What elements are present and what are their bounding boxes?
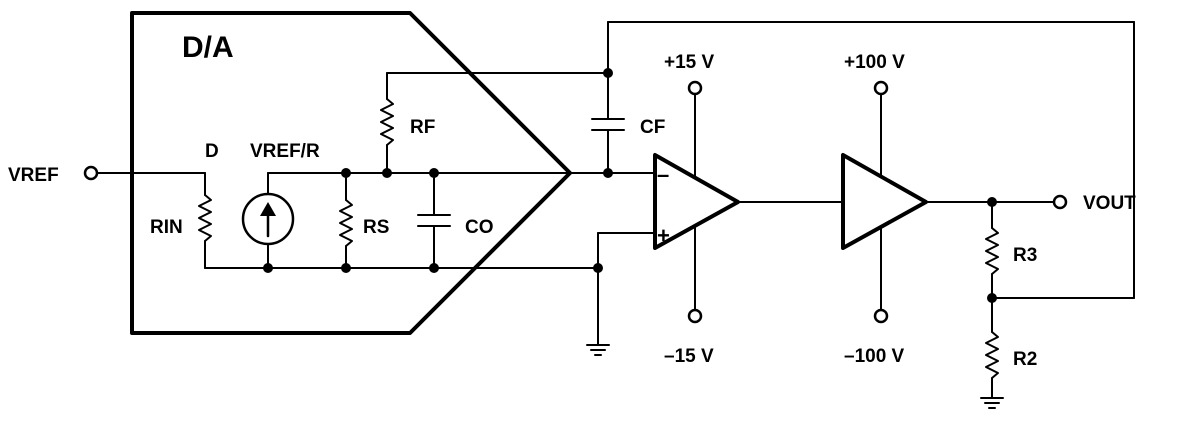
junction-node: [593, 263, 603, 273]
opamp-1: [653, 153, 740, 250]
junction-node: [987, 197, 997, 207]
rin-label: RIN: [150, 217, 183, 238]
vref-label: VREF: [8, 165, 59, 186]
supply-minus-15v: –15 V: [664, 346, 714, 367]
junction-node: [429, 263, 439, 273]
junction-node: [603, 68, 613, 78]
d-label: D: [205, 141, 219, 162]
vout-label: VOUT: [1083, 193, 1136, 214]
da-block-title: D/A: [182, 31, 234, 64]
r2-resistor: [985, 331, 999, 379]
opamp-1-inverting-sign: –: [657, 162, 669, 187]
junction-node: [341, 168, 351, 178]
supply-plus-100v-terminal: [873, 80, 889, 96]
vout-terminal: [1052, 194, 1068, 210]
junction-node: [429, 168, 439, 178]
amplifier-2: [841, 153, 928, 250]
rin-resistor: [198, 194, 212, 242]
junction-node: [987, 293, 997, 303]
rf-label: RF: [410, 117, 435, 138]
junction-node: [382, 168, 392, 178]
junction-node: [263, 263, 273, 273]
supply-minus-100v: –100 V: [844, 346, 905, 367]
r3-resistor: [985, 227, 999, 275]
da-converter-block: [130, 11, 572, 335]
supply-plus-100v: +100 V: [844, 52, 905, 73]
junction-node: [603, 168, 613, 178]
rs-label: RS: [363, 217, 389, 238]
rs-resistor: [339, 199, 353, 247]
vref-terminal: [83, 165, 99, 181]
supply-plus-15v-terminal: [687, 80, 703, 96]
r2-label: R2: [1013, 349, 1037, 370]
supply-minus-100v-terminal: [873, 308, 889, 324]
co-label: CO: [465, 217, 494, 238]
current-source-arrow-icon: [260, 202, 276, 216]
supply-minus-15v-terminal: [687, 308, 703, 324]
rf-resistor: [380, 98, 394, 146]
r3-label: R3: [1013, 245, 1037, 266]
supply-plus-15v: +15 V: [664, 52, 715, 73]
opamp-1-noninverting-sign: +: [657, 223, 670, 248]
cf-label: CF: [640, 117, 665, 138]
junction-node: [341, 263, 351, 273]
vref-r-label: VREF/R: [250, 141, 320, 162]
